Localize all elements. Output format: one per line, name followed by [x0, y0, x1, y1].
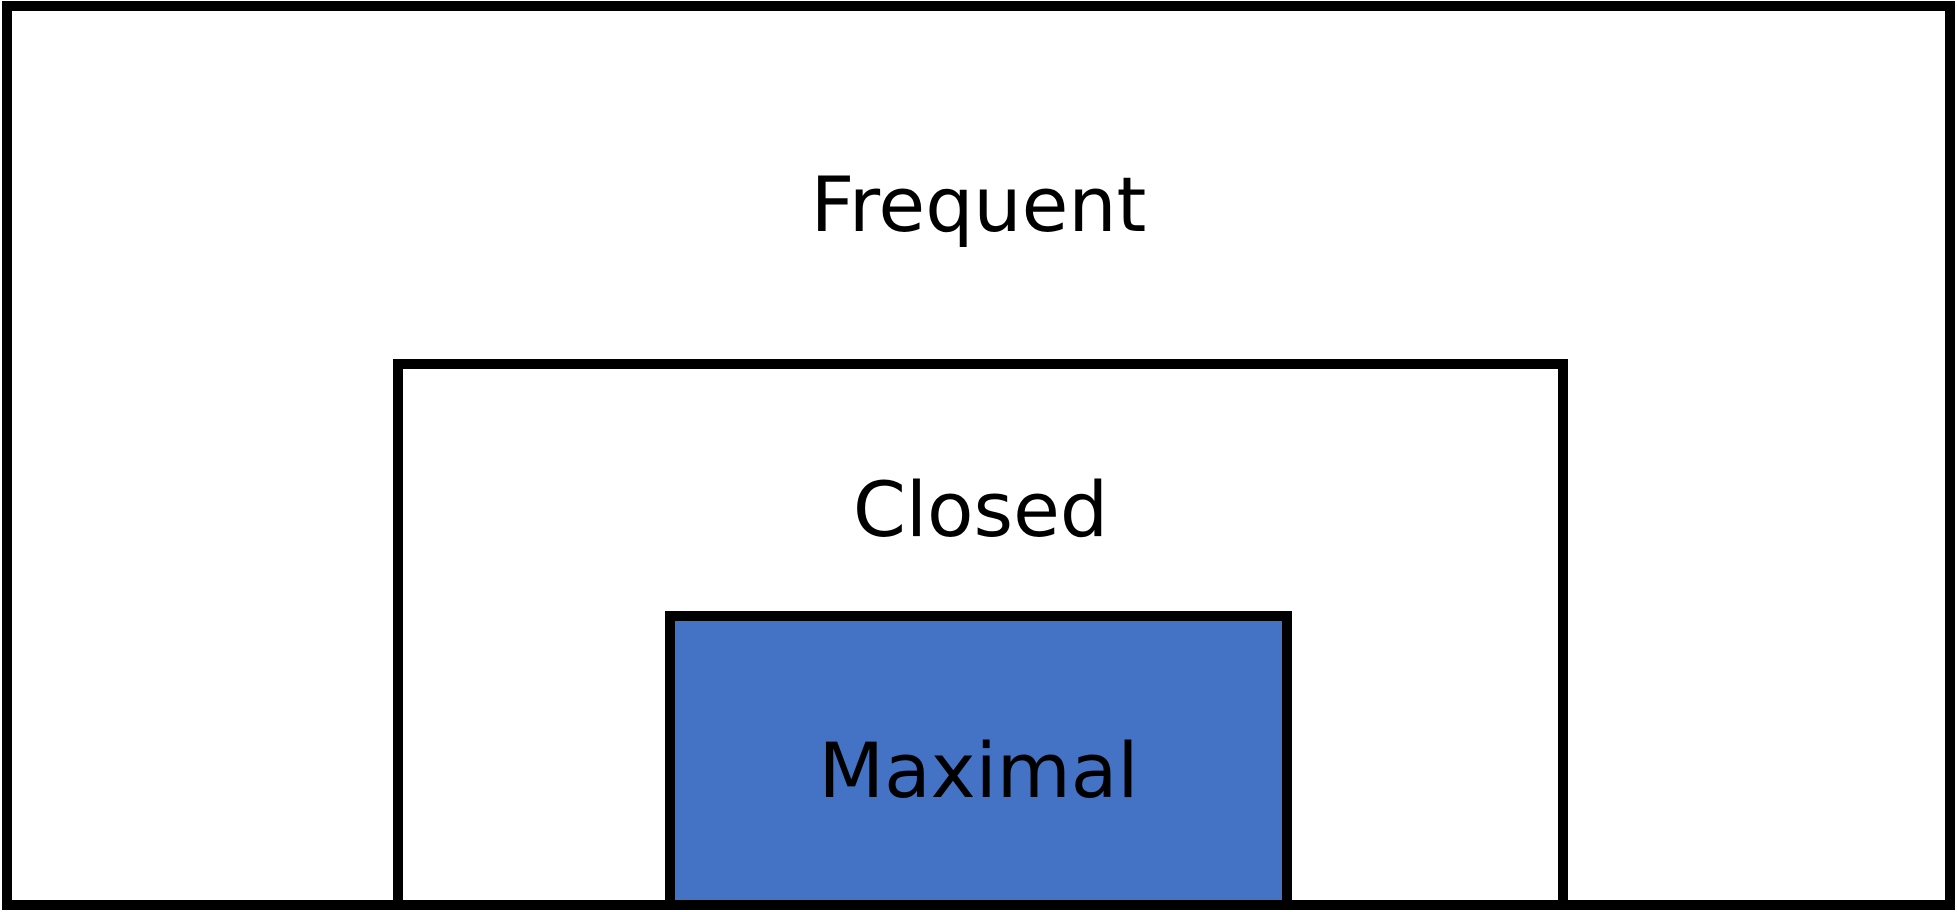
- maximal-itemsets-box: Maximal: [665, 611, 1292, 910]
- frequent-label: Frequent: [810, 160, 1147, 249]
- closed-label: Closed: [852, 465, 1109, 554]
- maximal-label: Maximal: [818, 726, 1139, 815]
